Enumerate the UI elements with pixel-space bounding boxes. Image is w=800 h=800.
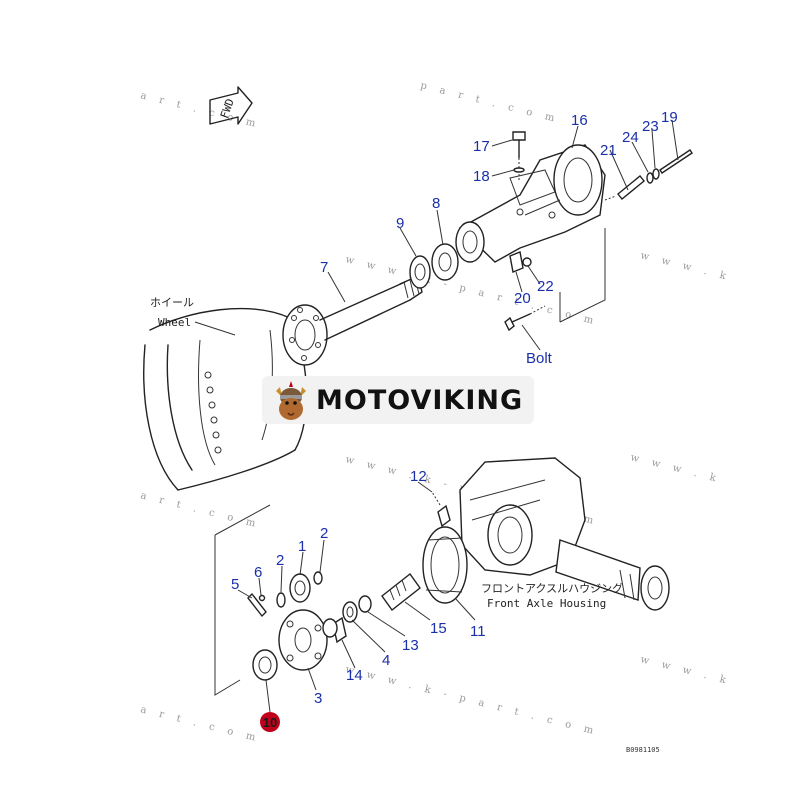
rod-19 bbox=[659, 149, 693, 174]
callout-8: 8 bbox=[432, 195, 440, 212]
wheel-label-en: Wheel bbox=[158, 316, 191, 329]
brand-name: MOTOVIKING bbox=[316, 384, 524, 416]
callout-20: 20 bbox=[514, 290, 531, 307]
axle-housing bbox=[455, 144, 606, 263]
o-ring-24 bbox=[646, 172, 654, 184]
hub-bolt bbox=[504, 305, 546, 332]
callout-4: 4 bbox=[382, 652, 390, 669]
thrust-washer-10 bbox=[252, 649, 278, 681]
svg-text:a r t . c o m: a r t . c o m bbox=[139, 90, 261, 130]
washer-2a bbox=[276, 592, 286, 608]
svg-text:w w w . k: w w w . k bbox=[639, 654, 732, 687]
shaft-15 bbox=[381, 572, 421, 612]
ball-6 bbox=[258, 594, 266, 602]
svg-text:a r t . c o m: a r t . c o m bbox=[139, 704, 261, 744]
callout-24: 24 bbox=[622, 129, 639, 146]
callout-21: 21 bbox=[600, 142, 617, 159]
ring-gear-11 bbox=[422, 526, 468, 604]
nut-13 bbox=[358, 595, 372, 613]
plug-21 bbox=[617, 175, 645, 200]
pin-12 bbox=[431, 491, 451, 528]
pin-5 bbox=[247, 592, 267, 618]
svg-text:a r t . c o m: a r t . c o m bbox=[139, 490, 261, 530]
carrier-3 bbox=[278, 609, 338, 671]
callout-16: 16 bbox=[571, 112, 588, 129]
o-ring-23 bbox=[652, 168, 660, 180]
callout-23: 23 bbox=[642, 118, 659, 135]
callout-17: 17 bbox=[473, 138, 490, 155]
callout-2a: 2 bbox=[276, 552, 284, 569]
callout-11: 11 bbox=[470, 623, 486, 640]
washer-4 bbox=[342, 601, 358, 623]
housing-label-en: Front Axle Housing bbox=[487, 597, 606, 610]
fwd-arrow: FWD bbox=[209, 86, 253, 125]
washer-2b bbox=[313, 571, 323, 585]
callout-6: 6 bbox=[254, 564, 262, 581]
callout-2b: 2 bbox=[320, 525, 328, 542]
housing-bolt-17 bbox=[512, 131, 526, 182]
svg-text:FWD: FWD bbox=[218, 97, 237, 120]
viking-logo-icon bbox=[276, 381, 306, 420]
callout-15: 15 bbox=[430, 620, 447, 637]
leader-lines bbox=[237, 119, 679, 713]
svg-text:w w w . k - p a r t . c o m: w w w . k - p a r t . c o m bbox=[344, 254, 599, 328]
callout-7: 7 bbox=[320, 259, 328, 276]
callout-22: 22 bbox=[537, 278, 554, 295]
axle-shaft bbox=[282, 275, 423, 366]
callout-1: 1 bbox=[298, 538, 306, 555]
callout-9: 9 bbox=[396, 215, 404, 232]
washer-18 bbox=[513, 167, 525, 173]
brand-banner: MOTOVIKING bbox=[262, 376, 534, 424]
callout-5: 5 bbox=[231, 576, 239, 593]
callout-19: 19 bbox=[661, 109, 678, 126]
svg-text:10: 10 bbox=[263, 715, 277, 730]
plug-22 bbox=[522, 257, 532, 267]
bushing-20 bbox=[509, 251, 524, 273]
callout-3: 3 bbox=[314, 690, 322, 707]
callout-13: 13 bbox=[402, 637, 419, 654]
svg-text:w w w . k - p a r t . c o m: w w w . k - p a r t . c o m bbox=[344, 664, 599, 738]
housing-label-jp: フロントアクスルハウジング bbox=[481, 581, 623, 595]
front-axle-housing bbox=[459, 457, 670, 611]
bearing-cup bbox=[409, 255, 431, 289]
callout-bolt: Bolt bbox=[526, 350, 553, 367]
svg-text:w w w . k: w w w . k bbox=[639, 250, 732, 283]
planet-gear-1 bbox=[289, 573, 311, 603]
diagram-code: B0981105 bbox=[626, 746, 660, 754]
svg-text:p a r t . c o m: p a r t . c o m bbox=[419, 80, 560, 125]
wheel-label-jp: ホイール bbox=[150, 296, 194, 309]
bearing-cone bbox=[431, 243, 459, 281]
rim-bolt-holes bbox=[204, 371, 222, 454]
callout-18: 18 bbox=[473, 168, 490, 185]
callout-14: 14 bbox=[346, 667, 363, 684]
callout-12: 12 bbox=[410, 468, 427, 485]
callout-10-badge: 10 bbox=[260, 712, 280, 732]
svg-text:w w w . k: w w w . k bbox=[629, 452, 722, 485]
callouts: 16 17 18 21 24 23 19 8 9 7 20 22 Bolt 12… bbox=[231, 109, 678, 707]
